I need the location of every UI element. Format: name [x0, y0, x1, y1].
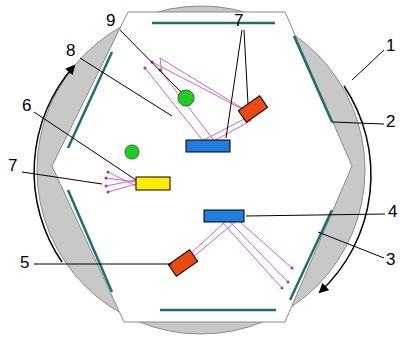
rotation-arrow — [34, 66, 74, 262]
ray-heads — [105, 61, 294, 290]
particle — [125, 145, 139, 159]
callout-number: 4 — [388, 203, 397, 220]
detector — [186, 140, 230, 152]
emitter — [238, 96, 267, 122]
callout-number: 8 — [66, 42, 75, 59]
callout-number: 7 — [234, 12, 243, 29]
callout-number: 2 — [386, 113, 395, 130]
callout-number: 6 — [22, 97, 31, 114]
leader-lines — [22, 30, 385, 264]
callout-number: 3 — [386, 251, 395, 268]
rotation-arrow — [320, 86, 371, 292]
callout-number: 1 — [386, 37, 395, 54]
callout-number: 7 — [8, 157, 17, 174]
detector — [204, 210, 244, 222]
hex-chamber — [52, 12, 352, 322]
callout-number: 5 — [20, 254, 29, 271]
emitter — [168, 250, 197, 276]
callout-number: 9 — [106, 12, 115, 29]
sample — [136, 177, 170, 190]
mirror-panels — [68, 23, 332, 310]
drum — [37, 6, 365, 334]
particle — [178, 90, 194, 106]
